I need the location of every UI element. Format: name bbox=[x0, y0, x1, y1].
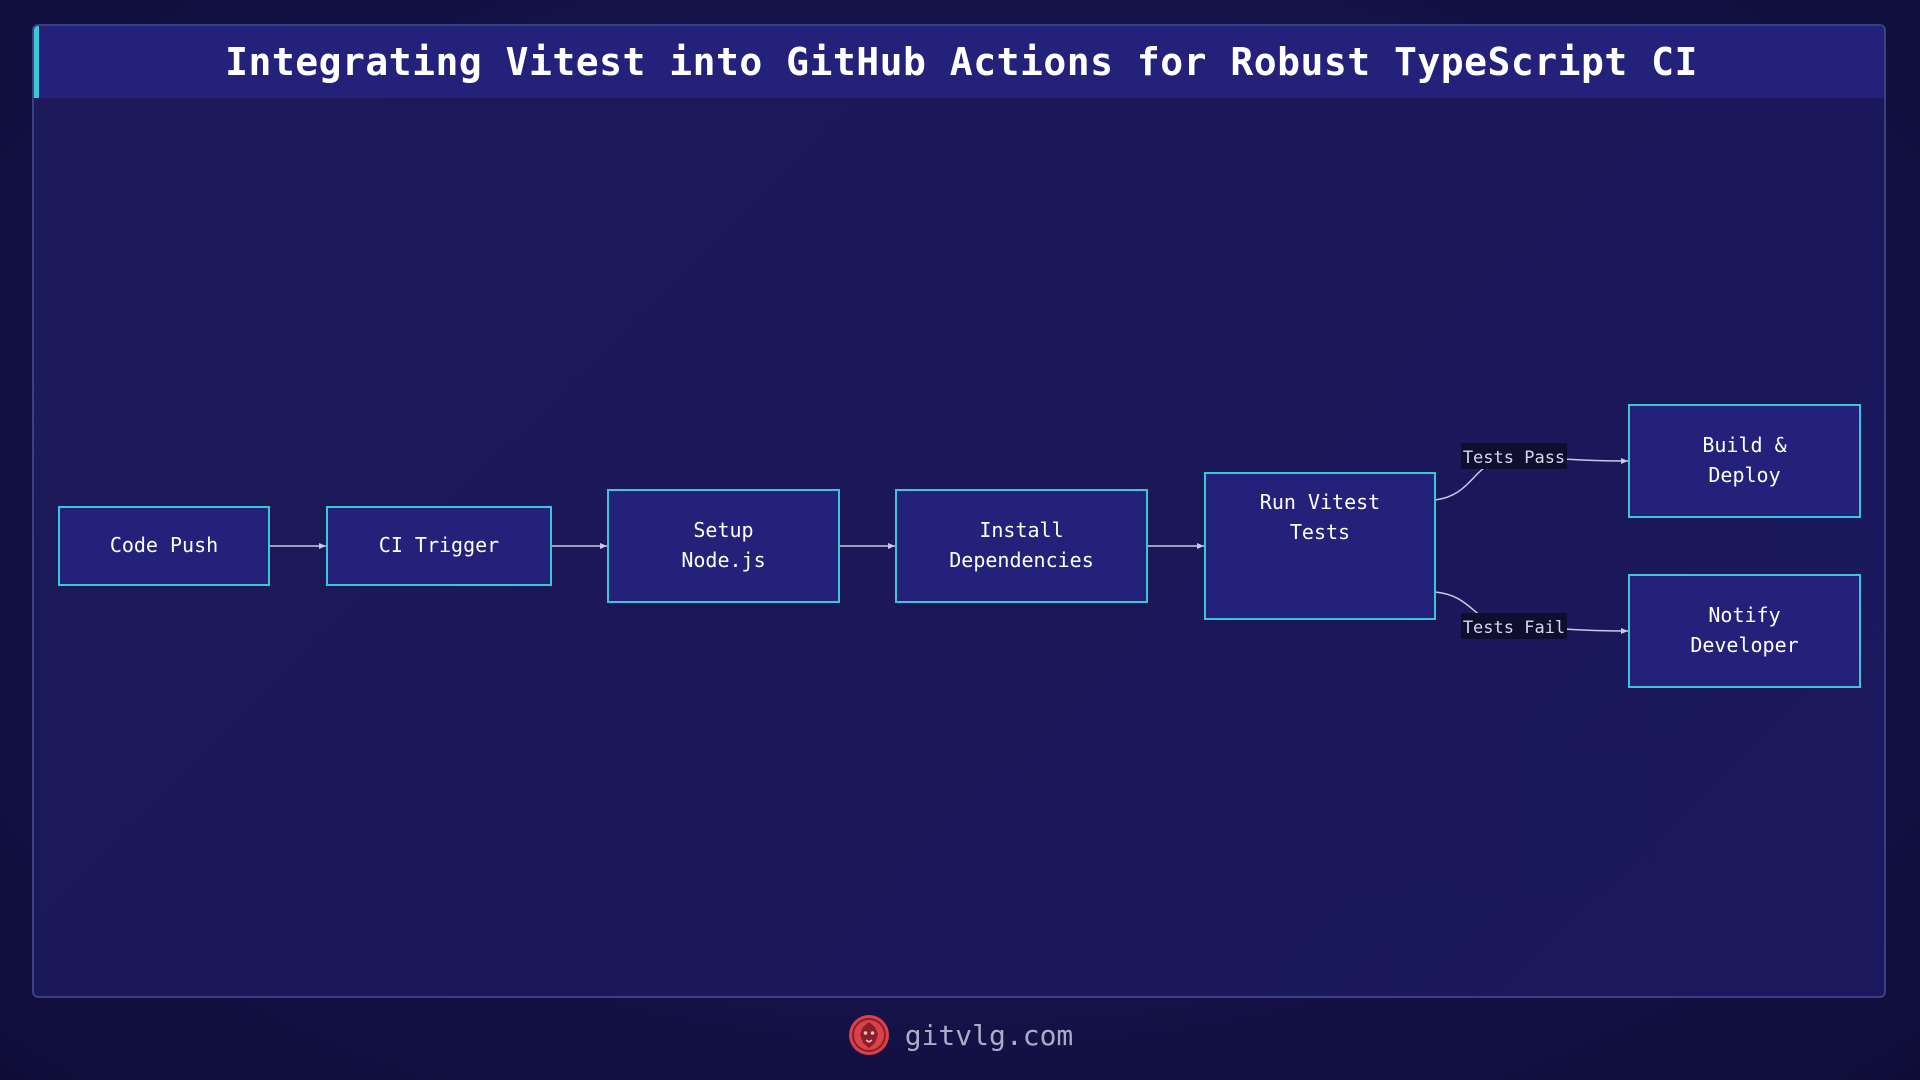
node-box bbox=[326, 506, 552, 586]
node-label: Deploy bbox=[1708, 463, 1780, 487]
edge-run-tests-to-notify-dev: Tests Fail bbox=[1434, 591, 1629, 639]
title-bar: Integrating Vitest into GitHub Actions f… bbox=[34, 26, 1884, 98]
node-label: Developer bbox=[1690, 633, 1798, 657]
node-label: Notify bbox=[1708, 603, 1780, 627]
edge-label-bg bbox=[1461, 443, 1567, 469]
node-box bbox=[607, 489, 840, 603]
node-box bbox=[1628, 574, 1861, 688]
node-label: Node.js bbox=[681, 548, 765, 572]
node-box bbox=[1204, 472, 1436, 620]
node-label: Build & bbox=[1702, 433, 1786, 457]
edge-label: Tests Pass bbox=[1463, 448, 1565, 468]
node-ci-trigger: CI Trigger bbox=[326, 506, 552, 586]
edge-label: Tests Fail bbox=[1463, 618, 1565, 638]
node-box bbox=[58, 506, 270, 586]
page-title: Integrating Vitest into GitHub Actions f… bbox=[225, 40, 1698, 84]
node-code-push: Code Push bbox=[58, 506, 270, 586]
edge-label-bg bbox=[1461, 613, 1567, 639]
node-label: Code Push bbox=[110, 533, 218, 557]
node-label: Setup bbox=[693, 518, 753, 542]
node-label: CI Trigger bbox=[379, 533, 499, 557]
node-build-deploy: Build & Deploy bbox=[1628, 404, 1861, 518]
edge-run-tests-to-build-deploy: Tests Pass bbox=[1434, 443, 1629, 501]
footer: gitvlg.com bbox=[0, 1010, 1920, 1060]
lion-head-icon bbox=[848, 1015, 889, 1055]
node-box bbox=[895, 489, 1148, 603]
node-label: Tests bbox=[1290, 520, 1350, 544]
node-box bbox=[1628, 404, 1861, 518]
node-label: Run Vitest bbox=[1260, 490, 1380, 514]
node-label: Dependencies bbox=[949, 548, 1094, 572]
footer-site[interactable]: gitvlg.com bbox=[904, 1018, 1074, 1052]
node-label: Install bbox=[979, 518, 1063, 542]
